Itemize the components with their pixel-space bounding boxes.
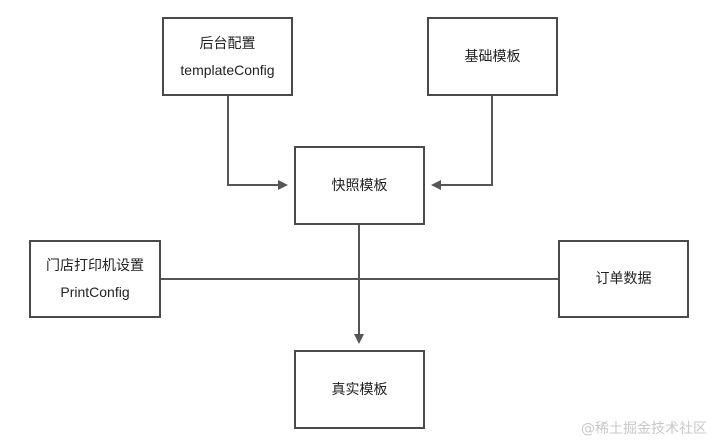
edge-base-to-snapshot [431, 96, 493, 190]
watermark-text: @稀土掘金技术社区 [581, 421, 707, 437]
node-store-printer-title: 门店打印机设置 [46, 258, 144, 274]
node-store-printer-subtitle: PrintConfig [60, 284, 130, 300]
node-snapshot-template-title: 快照模板 [331, 177, 388, 194]
node-base-template: 基础模板 [427, 17, 558, 96]
node-backend-config-subtitle: templateConfig [180, 61, 275, 78]
node-order-data-title: 订单数据 [595, 271, 652, 287]
edge-backend-to-snapshot [227, 96, 288, 190]
node-order-data: 订单数据 [558, 240, 689, 318]
node-real-template: 真实模板 [294, 350, 425, 429]
node-real-template-title: 真实模板 [331, 381, 388, 398]
node-base-template-title: 基础模板 [464, 48, 521, 65]
node-store-printer: 门店打印机设置 PrintConfig [29, 240, 161, 318]
node-backend-config-title: 后台配置 [199, 35, 256, 52]
node-snapshot-template: 快照模板 [294, 146, 425, 225]
node-backend-config: 后台配置 templateConfig [162, 17, 293, 96]
